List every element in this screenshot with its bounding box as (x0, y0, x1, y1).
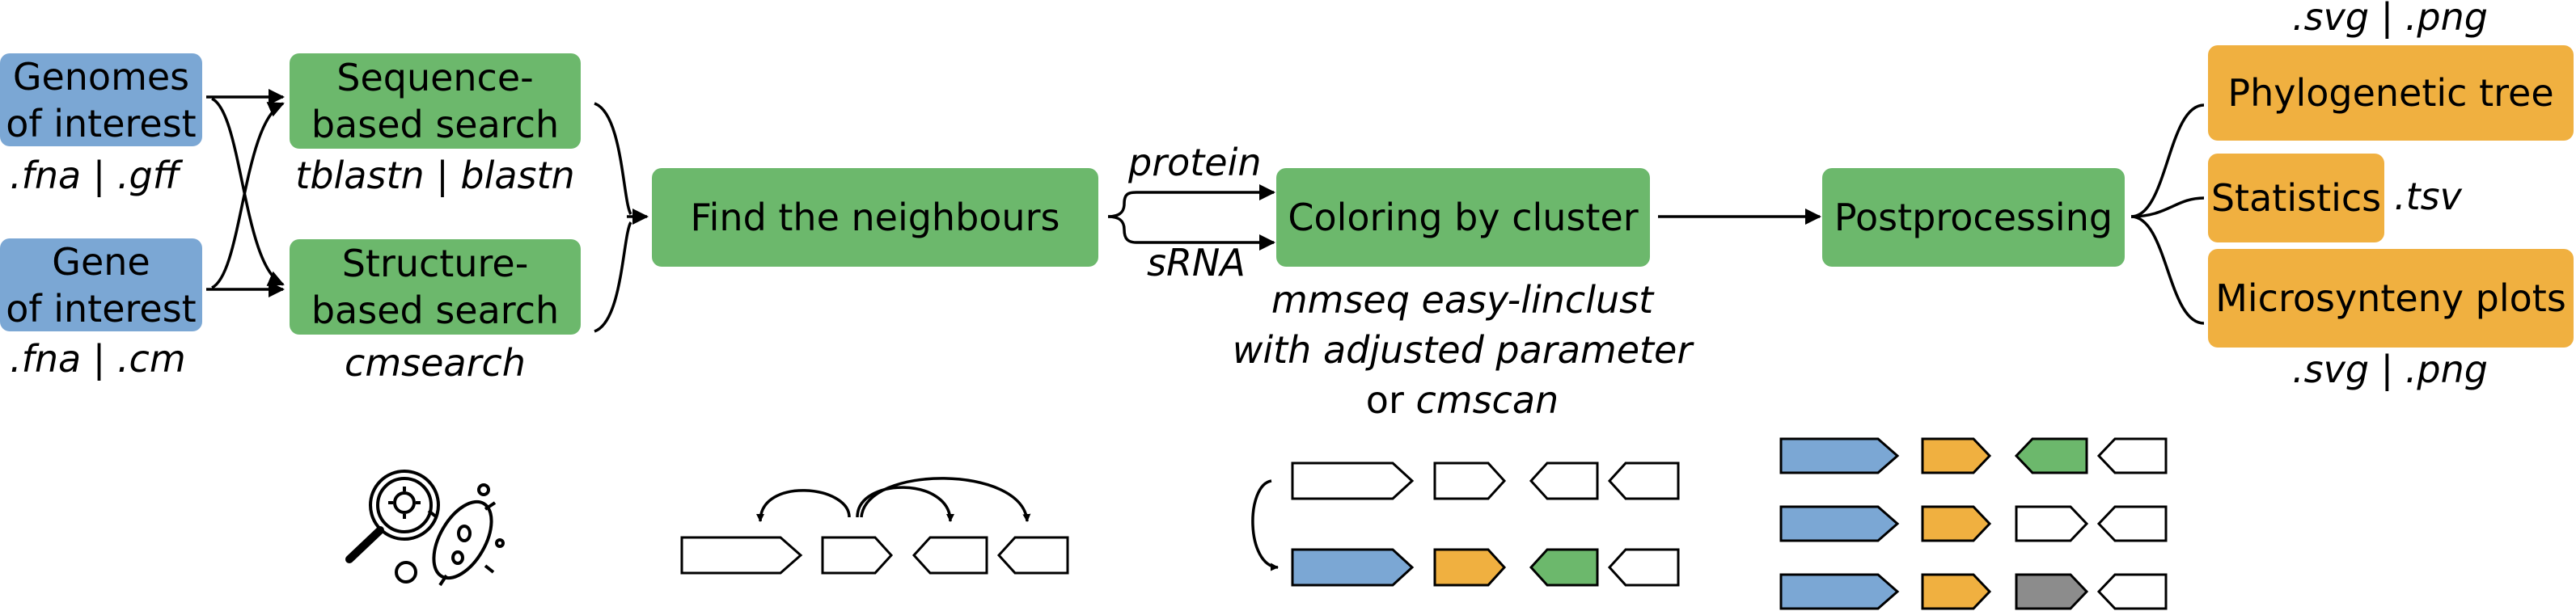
genomes-formats: .fna | .gff (10, 154, 180, 197)
branch-srna-label: sRNA (1147, 241, 1246, 284)
microsynteny-box: Microsynteny plots (2208, 249, 2574, 348)
genomes-input-box: Genomes of interest (0, 53, 202, 146)
coloring-label: Coloring by cluster (1288, 196, 1639, 239)
coloring-note-line2: with adjusted parameter (1232, 328, 1693, 372)
gene-formats: .fna | .cm (10, 337, 186, 381)
microsynteny-icon (1779, 437, 2168, 610)
statistics-box: Statistics (2208, 154, 2384, 242)
branch-protein-label: protein (1128, 141, 1262, 184)
coloring-note-or: or (1365, 378, 1416, 422)
phylogenetic-tree-label: Phylogenetic tree (2227, 71, 2554, 115)
coloring-note-cmscan: cmscan (1415, 378, 1559, 422)
phylogenetic-tree-box: Phylogenetic tree (2208, 45, 2574, 141)
postprocessing-label: Postprocessing (1834, 196, 2113, 239)
structure-search-box: Structure- based search (290, 239, 581, 335)
tree-formats: .svg | .png (2292, 0, 2488, 39)
find-neighbours-box: Find the neighbours (652, 168, 1098, 267)
postprocessing-box: Postprocessing (1822, 168, 2125, 267)
gene-input-label: Gene of interest (6, 239, 197, 331)
sequence-search-label: Sequence- based search (311, 56, 560, 146)
statistics-label: Statistics (2210, 176, 2382, 220)
sequence-search-box: Sequence- based search (290, 53, 581, 149)
structure-search-tools: cmsearch (345, 341, 526, 385)
neighbour-genes-icon (680, 477, 1069, 575)
bacteria-search-icon (345, 470, 505, 587)
structure-search-label: Structure- based search (311, 242, 560, 332)
find-neighbours-label: Find the neighbours (690, 196, 1060, 239)
microsynteny-formats: .svg | .png (2292, 348, 2488, 391)
sequence-search-tools: tblastn | blastn (295, 154, 575, 197)
gene-input-box: Gene of interest (0, 238, 202, 331)
cluster-coloring-icon (1251, 461, 1680, 587)
coloring-note-line1: mmseq easy-linclust (1271, 278, 1654, 322)
statistics-formats: .tsv (2394, 175, 2462, 218)
coloring-note-line3: or cmscan (1366, 377, 1559, 423)
microsynteny-label: Microsynteny plots (2215, 276, 2566, 320)
genomes-input-label: Genomes of interest (6, 54, 197, 145)
coloring-box: Coloring by cluster (1276, 168, 1650, 267)
